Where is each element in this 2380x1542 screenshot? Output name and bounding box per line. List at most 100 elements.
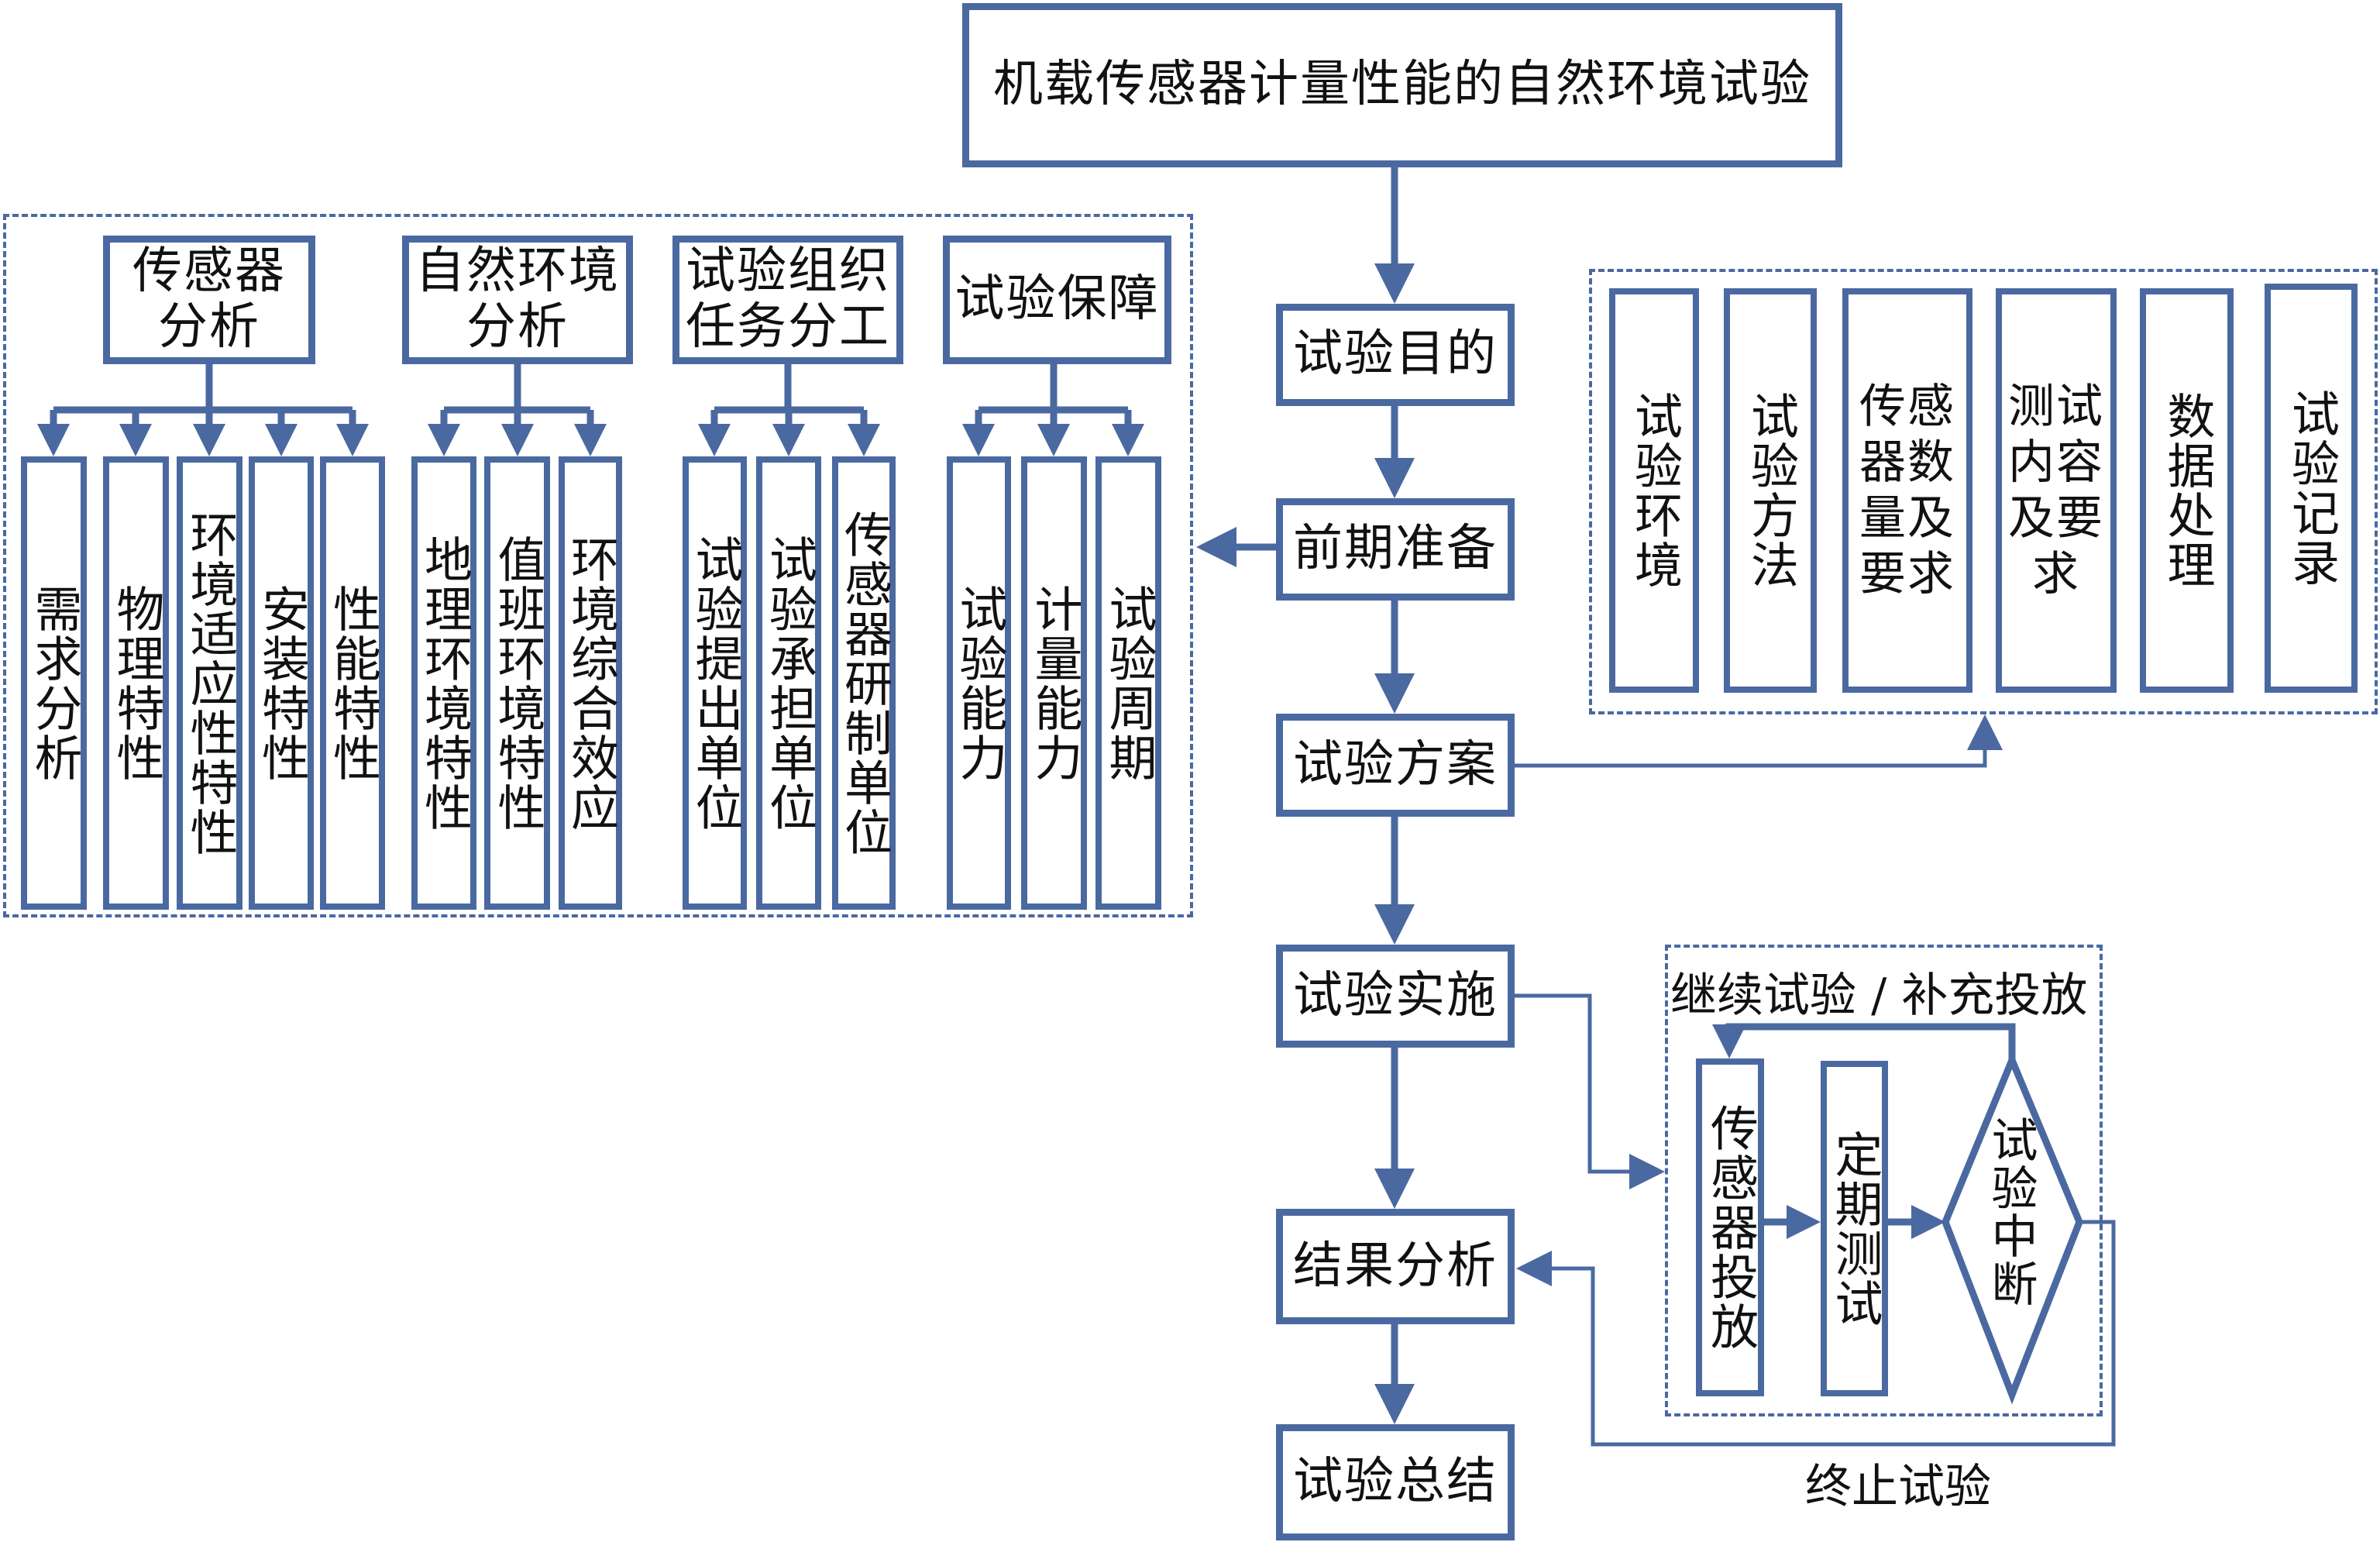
prep-child-label: 环境综合效应 [562,534,619,832]
group-header-label: 自然环境分析 [415,243,620,356]
plan-item-label: 试验方法 [1742,391,1799,590]
plan-to-implementation-arrowhead [1374,904,1415,945]
deploy-label: 传感器投放 [1702,1103,1759,1351]
prep-child-requirement-analysis: 需求分析 [21,456,87,910]
plan-item-data-processing: 数据处理 [2140,288,2234,693]
prep-child-test-cycle: 试验周期 [1095,456,1161,910]
prep-child-test-undertaker: 试验承担单位 [756,456,821,910]
prep-child-test-proposer: 试验提出单位 [683,456,747,910]
implementation-label: 试验实施 [1293,966,1498,1024]
group-0-branch-4-arrowhead [336,424,369,456]
prep-child-physical-characteristics: 物理特性 [103,456,169,910]
diagram-title-box: 机载传感器计量性能的自然环境试验 [962,3,1842,167]
prep-child-label: 环境适应性特性 [181,509,239,857]
diagram-title: 机载传感器计量性能的自然环境试验 [993,56,1811,114]
implementation-to-analysis-arrowhead [1374,1169,1415,1209]
implementation-loop-container [1665,945,2103,1416]
prep-child-performance-characteristics: 性能特性 [320,456,385,910]
plan-item-label: 数据处理 [2158,391,2216,590]
group-3-branch-1-arrowhead [1037,424,1070,456]
prep-child-label: 试验提出单位 [686,534,744,832]
implementation-box: 试验实施 [1276,945,1515,1048]
preparation-box: 前期准备 [1276,498,1515,601]
preparation-to-plan-arrowhead [1374,673,1415,714]
periodic-test-box: 定期测试 [1821,1061,1888,1396]
prep-child-label: 安装特性 [253,583,310,783]
decision-label: 试验中断 [1983,1116,2038,1308]
prep-child-environment-combined-effect: 环境综合效应 [559,456,622,910]
plan-to-items-arrowhead [1967,714,2003,750]
implementation-to-loop [1515,993,1631,1174]
group-header-support: 试验保障 [943,236,1171,364]
deploy-to-test-arrowhead [1787,1205,1821,1239]
preparation-group-container [3,214,1193,917]
group-header-sensor-analysis: 传感器分析 [103,236,315,364]
group-header-environment-analysis: 自然环境分析 [402,236,633,364]
group-2-branch-1-arrowhead [772,424,805,456]
plan-item-label: 试验记录 [2283,389,2340,587]
prep-child-label: 试验周期 [1100,583,1157,783]
group-3-branch-2-arrowhead [1112,424,1144,456]
group-header-label: 传感器分析 [132,243,286,356]
analysis-to-summary-arrowhead [1374,1384,1415,1424]
plan-item-environment: 试验环境 [1609,288,1699,693]
prep-child-sensor-developer: 传感器研制单位 [832,456,896,910]
group-0-branch-3-arrowhead [265,424,298,456]
group-1-branch-2-arrowhead [574,424,607,456]
analysis-label: 结果分析 [1293,1237,1498,1295]
continue-loop [1725,1023,2016,1060]
plan-item-method: 试验方法 [1724,288,1817,693]
plan-to-items [1515,750,1987,768]
plan-items-container [1589,269,2378,714]
prep-child-metrology-capability: 计量能力 [1021,456,1087,910]
preparation-label: 前期准备 [1293,520,1498,578]
terminate-label: 终止试验 [1805,1460,1991,1514]
plan-label: 试验方案 [1293,735,1498,793]
terminate-to-analysis-arrowhead [1516,1251,1552,1286]
plan-item-label: 测试内容及要求 [2008,380,2104,601]
plan-item-sensor-quantity: 传感器数量及要求 [1842,288,1972,693]
loop-caption: 继续试验 / 补充投放 [1670,969,2088,1023]
group-0-branch-2-arrowhead [193,424,225,456]
preparation-to-groups-arrowhead [1196,527,1236,567]
prep-child-label: 试验承担单位 [761,534,817,832]
prep-child-label: 物理特性 [108,583,165,783]
group-header-label: 试验组织任务分工 [686,243,890,356]
summary-label: 试验总结 [1293,1453,1498,1511]
prep-child-label: 传感器研制单位 [836,509,892,857]
test-to-decision-arrowhead [1911,1205,1945,1239]
group-0-branch-1-arrowhead [119,424,152,456]
prep-child-label: 计量能力 [1026,583,1083,783]
continue-loop-arrowhead [1712,1024,1746,1058]
prep-child-geographic-environment: 地理环境特性 [411,456,476,910]
analysis-box: 结果分析 [1276,1209,1515,1324]
plan-item-record: 试验记录 [2265,284,2358,693]
purpose-label: 试验目的 [1293,325,1498,384]
prep-child-test-capability: 试验能力 [947,456,1011,910]
implementation-to-loop-arrowhead [1629,1154,1665,1189]
purpose-box: 试验目的 [1276,304,1515,406]
group-2-branch-2-arrowhead [848,424,880,456]
prep-child-installation-characteristics: 安装特性 [249,456,314,910]
prep-child-duty-environment: 值班环境特性 [484,456,550,910]
prep-child-label: 性能特性 [325,583,381,783]
prep-child-label: 地理环境特性 [416,534,473,832]
prep-child-environmental-adaptability: 环境适应性特性 [177,456,242,910]
summary-box: 试验总结 [1276,1424,1515,1540]
decision-diamond [1941,1051,2083,1405]
plan-item-label: 试验环境 [1626,391,1683,590]
group-header-label: 试验保障 [954,270,1160,329]
group-1-branch-0-arrowhead [428,424,460,456]
periodic-test-label: 定期测试 [1826,1129,1883,1328]
prep-child-label: 需求分析 [26,583,83,783]
group-header-organization: 试验组织任务分工 [672,236,903,364]
title-to-purpose-arrowhead [1374,263,1415,304]
prep-child-label: 试验能力 [951,583,1008,783]
deploy-box: 传感器投放 [1696,1058,1764,1396]
group-2-branch-0-arrowhead [698,424,731,456]
plan-item-label: 传感器数量及要求 [1859,380,1955,601]
terminate-to-analysis [1549,1220,2116,1447]
purpose-to-preparation-arrowhead [1374,458,1415,498]
group-3-branch-0-arrowhead [962,424,995,456]
prep-child-label: 值班环境特性 [489,534,546,832]
